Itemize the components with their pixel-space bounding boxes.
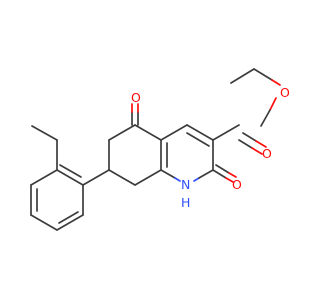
bond-ar2-ar3 — [30, 169, 58, 186]
bond-c3-c4-inner — [186, 132, 210, 147]
bond-c7-c8 — [108, 169, 136, 186]
bond-c4-c4a — [160, 124, 188, 141]
atom-n: N — [181, 177, 190, 192]
bond-methyl-end — [31, 125, 58, 141]
bond-c3-c4 — [186, 124, 214, 141]
molecule-structure-diagram: O O O O N H — [0, 0, 300, 300]
atom-o-ketone: O — [131, 90, 141, 105]
bond-ch2-o-black — [253, 68, 273, 81]
atom-h-on-n: H — [181, 195, 190, 210]
bond-c2-o-a2 — [225, 177, 234, 183]
bond-ar1-ar2-inner — [59, 164, 82, 178]
atom-o-ester-carbonyl: O — [262, 146, 272, 161]
bond-c7-aryl — [82, 169, 110, 186]
bond-ar5-ar6 — [56, 214, 84, 231]
bond-ar5-ar6-inner — [58, 211, 79, 224]
bond-co-double-b2 — [255, 140, 267, 148]
bond-c4a-c5 — [134, 124, 162, 141]
bond-ch2-o-red — [271, 79, 281, 86]
bond-c5-c6 — [108, 124, 136, 141]
bond-ar4-ar5 — [30, 214, 58, 231]
bond-n-c2-black — [198, 169, 214, 179]
bond-co-double-b1 — [242, 132, 257, 142]
bond-c2-o-b2 — [228, 172, 237, 178]
bond-carboxyl-c3 — [212, 124, 240, 141]
atom-o-ester-ether: O — [280, 85, 290, 100]
bond-co-double-a2 — [251, 147, 263, 155]
bond-ar1-ar2 — [56, 169, 84, 186]
bond-o-carboxyl-red — [269, 97, 277, 111]
bond-c8a-n-black — [160, 169, 176, 179]
bond-c8-c8a — [134, 169, 162, 186]
bond-c2-o-a1 — [212, 169, 227, 179]
bond-ch3-ch2 — [230, 68, 255, 84]
bond-n-c2-blue — [193, 177, 200, 182]
bond-layer — [30, 68, 281, 231]
bond-o-carboxyl-black — [260, 109, 271, 127]
bond-co-double-a1 — [238, 139, 253, 149]
background — [0, 0, 300, 300]
atom-o-lactam: O — [232, 177, 242, 192]
bond-c2-o-b1 — [215, 164, 230, 174]
bond-c8a-n-blue — [174, 177, 181, 182]
atom-label-layer: O O O O N H — [131, 85, 290, 210]
